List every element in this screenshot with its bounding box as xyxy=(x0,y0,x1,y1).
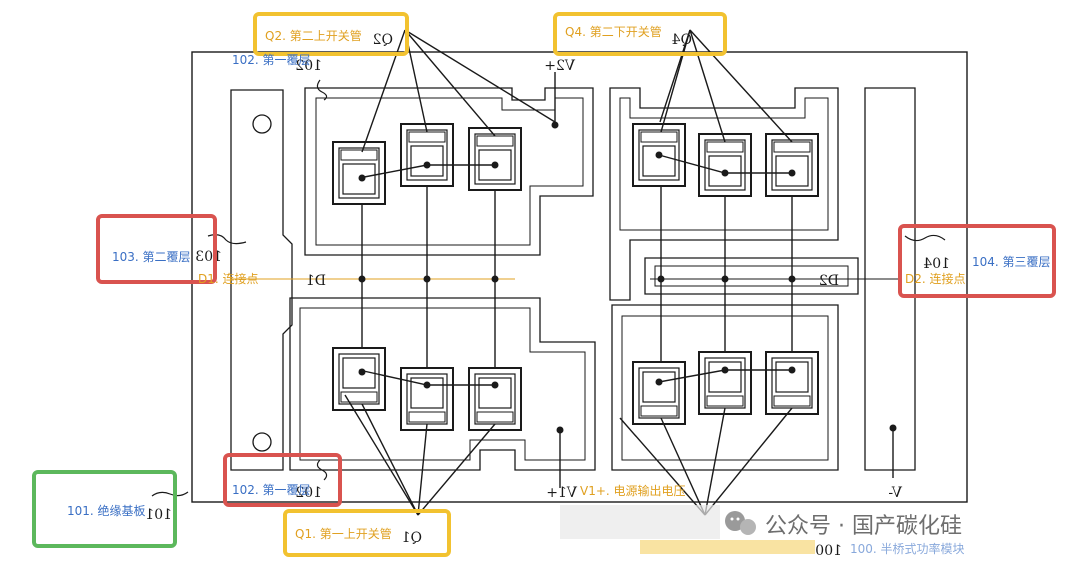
callout-box-101 xyxy=(32,470,177,548)
ref-q4: Q4 xyxy=(672,32,692,48)
first-cladding-upper xyxy=(304,87,594,256)
label-v1: V1+. 电源输出电压 xyxy=(580,483,686,498)
label-d2: D2. 连接点 xyxy=(905,271,966,286)
callout-text-q4: Q4. 第二下开关管 xyxy=(565,24,662,39)
ref-vminus: V- xyxy=(888,485,903,501)
ref-q2: Q2 xyxy=(373,32,393,48)
chip-q2-1 xyxy=(332,141,386,205)
ref-100: 100 xyxy=(815,543,842,559)
mounting-hole-bottom xyxy=(252,432,272,452)
ref-103: 103 xyxy=(195,249,222,265)
first-cladding-upper-inner xyxy=(315,97,584,246)
label-102-top: 102. 第一覆层 xyxy=(232,53,311,67)
chip-q4-1 xyxy=(632,123,686,187)
mounting-hole-top xyxy=(252,114,272,134)
second-cladding-103 xyxy=(230,89,293,471)
callout-box-q1 xyxy=(283,509,451,557)
drawing-ref-numerals: 102 102 103 104 D1 D2 Q2 Q4 Q1 101 100 V… xyxy=(145,32,950,559)
chip-q3-3 xyxy=(765,351,819,415)
chip-q4-2 xyxy=(698,133,752,197)
label-100: 100. 半桥式功率模块 xyxy=(850,541,965,556)
ref-d2: D2 xyxy=(819,273,839,289)
connection-strip-d2 xyxy=(644,257,859,295)
ref-102-bottom: 102 xyxy=(295,485,322,501)
watermark-yellow-band xyxy=(640,540,815,554)
callout-box-102-bottom xyxy=(223,453,342,507)
label-d1: D1. 连接点 xyxy=(198,271,259,286)
wechat-icon xyxy=(725,511,756,535)
callout-box-q2 xyxy=(253,12,409,56)
junction-dots xyxy=(358,121,897,434)
callout-text-101: 101. 绝缘基板 xyxy=(67,503,146,518)
ref-v2: V2+ xyxy=(544,58,576,74)
callout-box-q4 xyxy=(553,12,727,56)
chip-q2-2 xyxy=(400,123,454,187)
callout-text-q2: Q2. 第二上开关管 xyxy=(265,28,362,43)
ref-102-top: 102 xyxy=(295,58,322,74)
third-cladding-upper-inner xyxy=(619,97,829,231)
third-cladding-upper xyxy=(609,87,839,301)
callout-text-104: 104. 第三覆层 xyxy=(972,255,1051,269)
callout-text-q1: Q1. 第一上开关管 xyxy=(295,526,392,541)
third-cladding-lower-inner xyxy=(621,315,829,461)
chip-q4-3 xyxy=(765,133,819,197)
ref-q1: Q1 xyxy=(402,530,422,546)
chip-q2-3 xyxy=(468,127,522,191)
negative-rail-strip xyxy=(864,87,916,471)
ref-d1: D1 xyxy=(306,273,326,289)
ref-v1: V1+ xyxy=(546,485,578,501)
callout-box-104 xyxy=(898,224,1056,298)
ref-104: 104 xyxy=(923,256,950,272)
callout-text-103: 103. 第二覆层 xyxy=(112,250,191,264)
callout-box-103 xyxy=(96,214,217,284)
chip-q1-1 xyxy=(332,347,386,411)
callout-text-102-bottom: 102. 第一覆层 xyxy=(232,483,311,497)
chip-q3-2 xyxy=(698,351,752,415)
watermark-text: 公众号 · 国产碳化硅 xyxy=(765,514,962,539)
watermark: 公众号 · 国产碳化硅 xyxy=(560,505,962,554)
first-cladding-lower-inner xyxy=(299,307,586,461)
watermark-blur xyxy=(560,505,720,539)
chip-q1-3 xyxy=(468,367,522,431)
ref-101: 101 xyxy=(145,507,172,523)
first-cladding-lower xyxy=(289,297,596,471)
third-cladding-lower xyxy=(611,304,839,471)
chip-q3-1 xyxy=(632,361,686,425)
chip-q1-2 xyxy=(400,367,454,431)
